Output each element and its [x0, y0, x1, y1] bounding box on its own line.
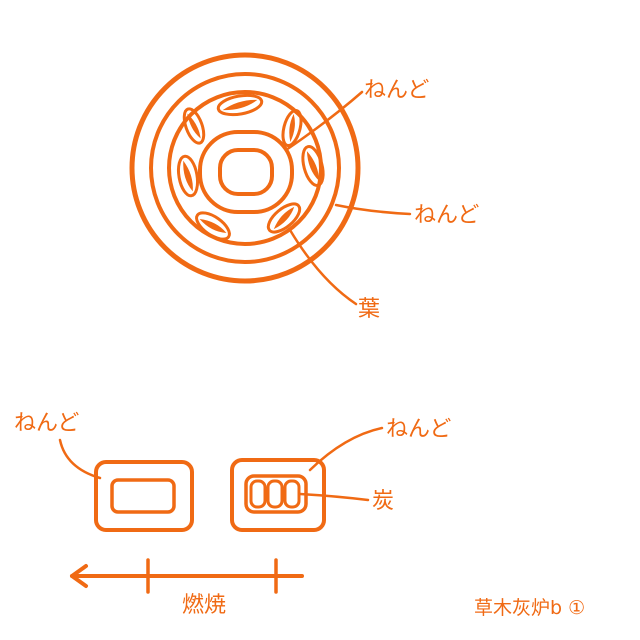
label-charcoal: 炭	[372, 489, 394, 514]
round-kiln	[129, 52, 412, 306]
inner-clay-outer	[198, 130, 294, 214]
clay-block-left	[58, 438, 194, 532]
leader-leaf	[288, 228, 358, 306]
label-left-clay: ねんど	[14, 411, 79, 436]
caption: 草木灰炉b ①	[474, 597, 585, 619]
leaf	[281, 108, 303, 148]
leader-charcoal	[298, 492, 370, 502]
outer-clay-ring-outer	[129, 52, 361, 284]
label-burning: 燃焼	[182, 593, 226, 618]
clay-block-left-outer	[94, 460, 194, 532]
leader-left-clay	[58, 438, 102, 480]
arrow-head	[70, 564, 88, 588]
label-inner-clay: ねんど	[364, 78, 429, 103]
label-outer-clay: ねんど	[414, 203, 479, 228]
leaf-ring-outer	[167, 90, 323, 246]
leaf	[266, 202, 302, 234]
charcoal-piece	[266, 479, 284, 509]
leaf	[301, 145, 325, 187]
label-right-clay: ねんど	[386, 417, 451, 442]
leader-inner-clay	[284, 90, 364, 152]
burning-arrow	[70, 558, 304, 594]
leaf	[182, 107, 206, 145]
charcoal-piece	[249, 479, 267, 509]
inner-clay-inner	[218, 148, 274, 196]
label-leaf: 葉	[358, 297, 380, 322]
leaf	[216, 93, 264, 117]
charcoal-pieces	[249, 479, 301, 509]
charcoal-piece	[283, 479, 301, 509]
clay-block-left-inner	[110, 478, 176, 514]
leader-outer-clay	[334, 203, 412, 216]
leaf	[195, 211, 231, 241]
outer-clay-ring-inner	[149, 72, 341, 264]
leader-right-clay	[308, 426, 384, 472]
leaves	[176, 93, 325, 241]
clay-block-right	[230, 426, 384, 532]
leaf	[176, 154, 200, 198]
